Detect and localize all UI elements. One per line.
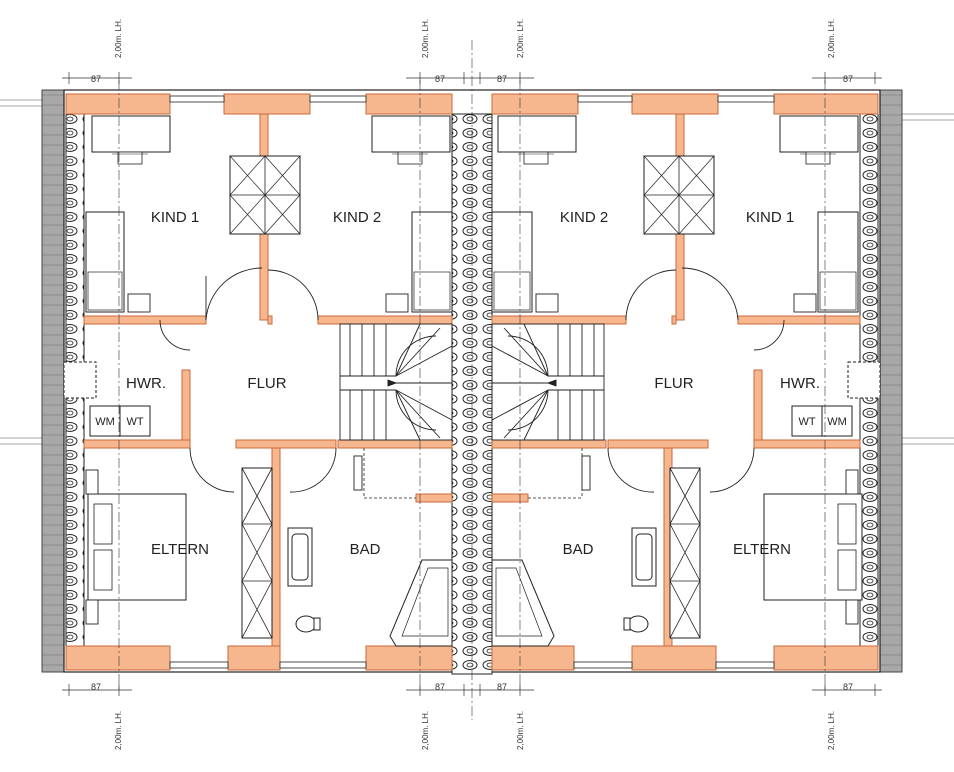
- bed-kind1-left: [85, 211, 125, 313]
- room-flur-right: FLUR: [654, 375, 693, 392]
- room-kind1-right: KIND 1: [746, 209, 794, 226]
- shower-left: [389, 559, 453, 647]
- dim-bottom-4: 87: [843, 682, 853, 692]
- wm-left-label: WM: [95, 416, 115, 428]
- height-label-bottom-1: 2,00m. LH.: [114, 711, 123, 750]
- room-eltern-left: ELTERN: [151, 541, 209, 558]
- wardrobe-right: [669, 467, 701, 639]
- wm-left-box: [89, 405, 121, 437]
- bed-kind2-left: [411, 211, 453, 313]
- room-kind2-right: KIND 2: [560, 209, 608, 226]
- wm-right-box: [821, 405, 853, 437]
- dim-top-3: 87: [497, 74, 507, 84]
- room-eltern-right: ELTERN: [733, 541, 791, 558]
- room-bad-right: BAD: [563, 541, 594, 558]
- room-bad-left: BAD: [350, 541, 381, 558]
- dim-bottom-2: 87: [435, 682, 445, 692]
- height-label-bottom-3: 2,00m. LH.: [516, 711, 525, 750]
- wardrobe-left: [241, 467, 273, 639]
- height-label-top-2: 2,00m. LH.: [421, 19, 430, 58]
- height-label-bottom-2: 2,00m. LH.: [421, 711, 430, 750]
- wt-left-box: [119, 405, 151, 437]
- closet-kind-right: [643, 155, 715, 235]
- room-kind2-left: KIND 2: [333, 209, 381, 226]
- toilet-right: [627, 615, 649, 633]
- height-label-top-4: 2,00m. LH.: [827, 19, 836, 58]
- roof-edge-right: [879, 89, 903, 673]
- dim-top-1: 87: [91, 74, 101, 84]
- height-label-top-3: 2,00m. LH.: [516, 19, 525, 58]
- shower-right: [491, 559, 555, 647]
- room-kind1-left: KIND 1: [151, 209, 199, 226]
- staircase-right: [491, 323, 605, 441]
- room-flur-left: FLUR: [247, 375, 286, 392]
- wt-right-label: WT: [798, 416, 815, 428]
- exterior-walls: [65, 93, 879, 671]
- room-hwr-right: HWR.: [780, 375, 820, 392]
- staircase-left: [339, 323, 453, 441]
- dim-top-4: 87: [843, 74, 853, 84]
- bed-kind2-right: [491, 211, 533, 313]
- toilet-left: [295, 615, 317, 633]
- closet-kind-left: [229, 155, 301, 235]
- roof-edge-left: [41, 89, 65, 673]
- dim-bottom-1: 87: [91, 682, 101, 692]
- dim-top-2: 87: [435, 74, 445, 84]
- height-label-top-1: 2,00m. LH.: [114, 19, 123, 58]
- bed-kind1-right: [817, 211, 859, 313]
- wt-left-label: WT: [126, 416, 143, 428]
- room-hwr-left: HWR.: [126, 375, 166, 392]
- wm-right-label: WM: [827, 416, 847, 428]
- dim-bottom-3: 87: [497, 682, 507, 692]
- height-label-bottom-4: 2,00m. LH.: [827, 711, 836, 750]
